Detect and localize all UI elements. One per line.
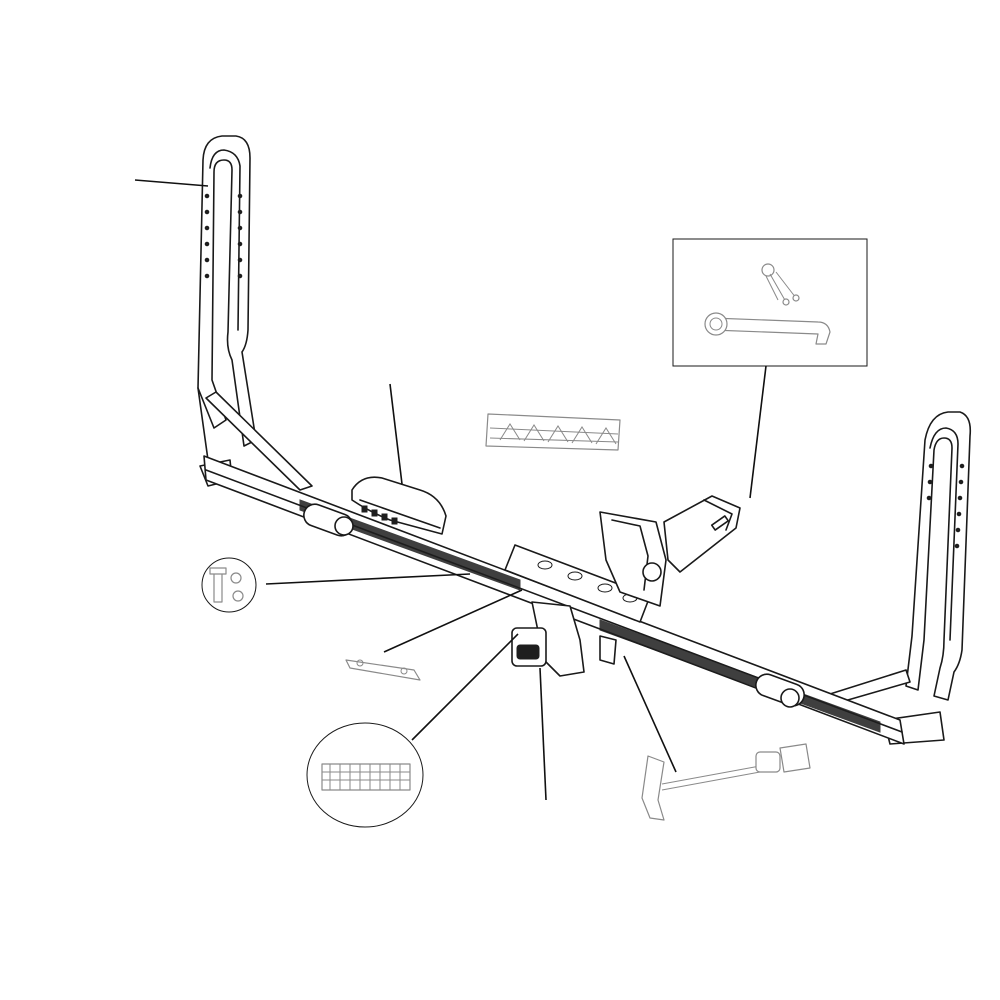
spacer-plate [345,659,421,681]
leader-lock [749,365,767,499]
hitch-pin [641,743,811,821]
center-tilt-knob [351,476,447,535]
cradle-strip [485,413,621,451]
hitch-lock-housing [511,601,617,677]
leader-lines [134,179,767,801]
bike-rack-upright-right [829,411,972,745]
bike-rack-upright-left [197,135,313,491]
leader-lock-housing [539,667,547,801]
leader-detail [411,633,519,741]
hitch-receiver-mount [599,495,741,607]
leader-knob [389,383,403,485]
leader-hardware [265,573,471,585]
bolt-nut-washer-hardware [201,557,257,613]
roller-left [303,503,354,537]
leader-plate [383,589,523,653]
hitch-lock-and-keys [672,238,868,367]
roller-right [755,673,805,708]
leader-pin [623,655,677,773]
leader-upright [134,179,209,187]
bearing-strip-detail [306,722,424,828]
main-crossbar [203,455,905,745]
